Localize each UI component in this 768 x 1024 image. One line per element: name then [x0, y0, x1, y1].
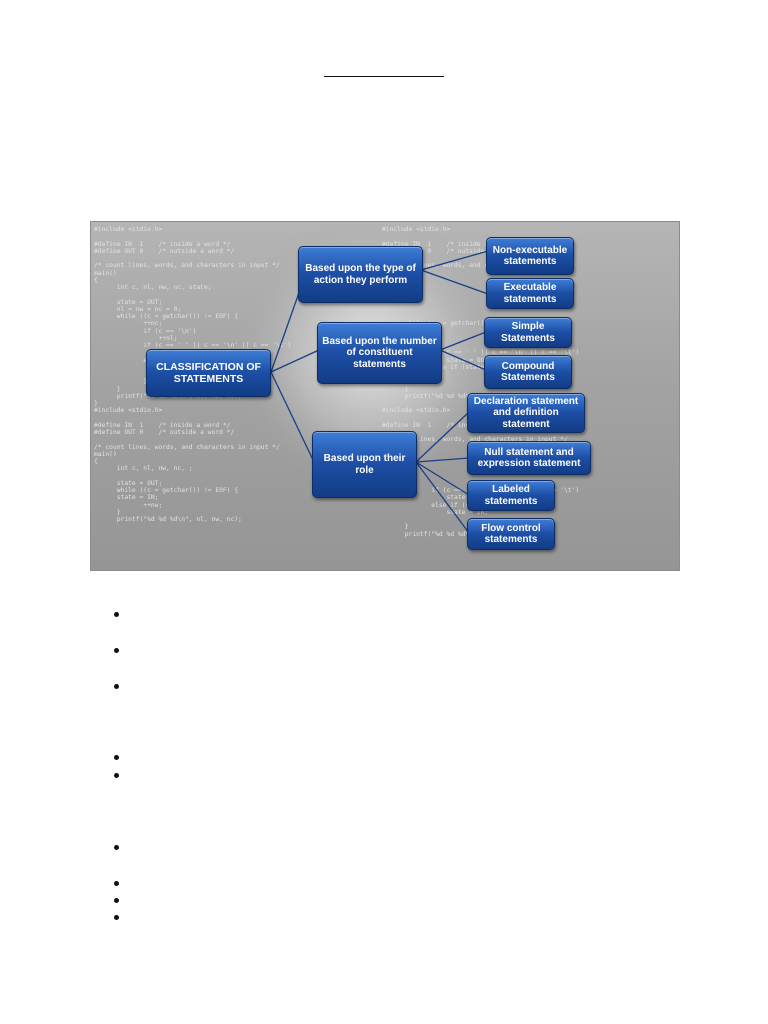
node-null-expression-label: Null statement and expression statement	[477, 446, 581, 470]
bullet-marker	[114, 684, 119, 689]
bullet-marker	[114, 773, 119, 778]
node-compound-label: Compound Statements	[501, 360, 555, 384]
node-simple-label: Simple Statements	[501, 321, 555, 344]
node-labeled-label: Labeled statements	[484, 484, 538, 507]
connector-root-action	[270, 286, 302, 373]
node-root: CLASSIFICATION OF STATEMENTS	[146, 349, 271, 397]
node-category-role-label: Based upon their role	[323, 453, 406, 476]
node-flow-control: Flow control statements	[467, 518, 555, 550]
node-root-label: CLASSIFICATION OF STATEMENTS	[156, 361, 261, 385]
connector-root-constituent	[270, 349, 320, 373]
title-underline	[324, 76, 444, 77]
connector-role-null	[415, 457, 470, 463]
connector-action-exec	[420, 269, 489, 295]
node-labeled: Labeled statements	[467, 480, 555, 511]
node-executable: Executable statements	[486, 278, 574, 309]
node-category-role: Based upon their role	[312, 431, 417, 498]
node-null-expression: Null statement and expression statement	[467, 441, 591, 475]
node-non-executable: Non-executable statements	[486, 237, 574, 275]
node-category-constituent-label: Based upon the number of constituent sta…	[322, 335, 437, 370]
bullet-marker	[114, 915, 119, 920]
connector-role-flow	[415, 461, 470, 534]
bullet-marker	[114, 612, 119, 617]
bullet-marker	[114, 648, 119, 653]
diagram-connectors	[270, 250, 489, 534]
connector-constituent-simple	[439, 331, 487, 351]
node-declaration-label: Declaration statement and definition sta…	[473, 395, 579, 430]
bullet-marker	[114, 845, 119, 850]
node-category-action-type-label: Based upon the type of action they perfo…	[305, 263, 416, 286]
connector-action-nonexec	[420, 250, 489, 271]
classification-diagram: #include <stdio.h> #define IN 1 /* insid…	[90, 221, 680, 571]
connector-constituent-compound	[439, 349, 487, 371]
bullet-marker	[114, 898, 119, 903]
node-executable-label: Executable statements	[503, 282, 557, 305]
connector-role-declaration	[415, 411, 470, 463]
node-declaration: Declaration statement and definition sta…	[467, 393, 585, 433]
connector-role-labeled	[415, 461, 470, 496]
connector-root-role	[270, 371, 315, 463]
node-compound: Compound Statements	[484, 355, 572, 389]
bullet-marker	[114, 755, 119, 760]
node-category-action-type: Based upon the type of action they perfo…	[298, 246, 423, 303]
bullet-marker	[114, 881, 119, 886]
node-flow-control-label: Flow control statements	[481, 522, 541, 546]
node-non-executable-label: Non-executable statements	[492, 244, 568, 268]
node-category-constituent: Based upon the number of constituent sta…	[317, 322, 442, 384]
node-simple: Simple Statements	[484, 317, 572, 348]
background-code-left: #include <stdio.h> #define IN 1 /* insid…	[94, 226, 292, 523]
